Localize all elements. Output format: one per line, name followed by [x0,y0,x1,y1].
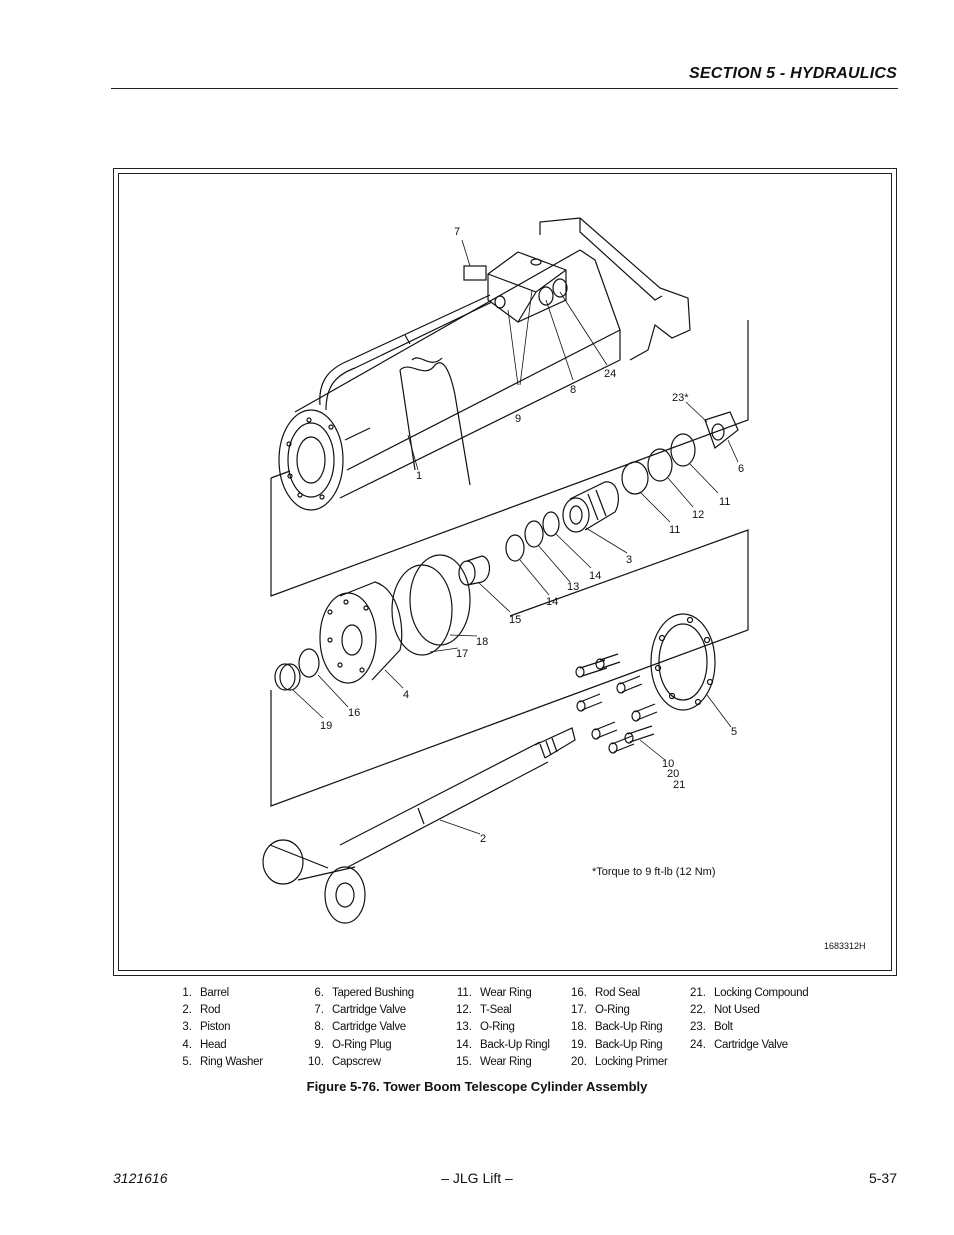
o-ring-17 [391,564,453,656]
legend-item: 11.Wear Ring [456,987,532,999]
legend-item: 18.Back-Up Ring [571,1021,663,1034]
legend-item: 14.Back-Up Ringl [456,1038,550,1051]
legend-item: 5.Ring Washer [182,1055,263,1068]
header-rule [111,88,898,89]
callout-12: 12 [692,509,704,521]
legend-column-3: 11.Wear Ring 12.T-Seal 13.O-Ring 14.Back… [450,985,550,1071]
legend-item: 17.O-Ring [571,1004,630,1017]
callout-1: 1 [416,470,422,482]
callout-5: 5 [731,726,737,738]
callout-8: 8 [570,384,576,396]
callout-24: 24 [604,368,616,380]
callout-15: 15 [509,614,521,626]
callout-18: 18 [476,636,488,648]
hydraulic-tube [319,294,493,411]
legend-item: 8.Cartridge Valve [314,1021,406,1034]
figure-id: 1683312H [824,941,866,951]
callout-13: 13 [567,581,579,593]
section-title: SECTION 5 - HYDRAULICS [689,65,897,82]
callout-4: 4 [403,689,409,701]
legend-item: 20.Locking Primer [571,1055,668,1068]
figure-caption: Figure 5-76. Tower Boom Telescope Cylind… [306,1079,648,1094]
callout-11a: 11 [669,524,680,536]
callout-9: 9 [515,413,521,425]
back-up-ring-14a [505,534,525,562]
torque-note: *Torque to 9 ft-lb (12 Nm) [592,866,716,878]
legend-item: 12.T-Seal [456,1004,512,1017]
wear-ring-11b [670,433,696,467]
callout-14a: 14 [546,596,558,608]
back-up-ring-14b [542,511,560,537]
capscrews-10 [575,653,658,754]
callout-19: 19 [320,720,332,732]
callout-7: 7 [454,226,460,238]
footer-doc-number: 3121616 [113,1170,168,1186]
back-up-ring-19 [274,663,301,691]
tapered-bushing-6 [704,411,739,449]
callout-21: 21 [673,779,685,791]
callout-23: 23* [672,392,689,404]
callout-10: 10 [662,758,674,770]
legend-item: 9.O-Ring Plug [314,1038,392,1051]
t-seal-12 [647,448,673,482]
legend-item: 13.O-Ring [456,1021,515,1034]
footer-page-number: 5-37 [868,1170,897,1186]
callout-2: 2 [480,833,486,845]
legend-column-2: 6.Tapered Bushing 7.Cartridge Valve 8.Ca… [302,985,414,1071]
mount-bracket [539,217,691,361]
legend-item: 10.Capscrew [308,1055,381,1068]
piston-3 [562,481,619,533]
legend-item: 3.Piston [182,1021,231,1034]
footer-brand: – JLG Lift – [441,1170,513,1186]
callout-17: 17 [456,648,468,660]
rod-seal-16 [298,648,320,678]
upper-panel-outline [270,320,749,597]
rod-2 [262,727,576,924]
callout-3: 3 [626,554,632,566]
callout-20: 20 [667,768,679,780]
legend-item: 7.Cartridge Valve [314,1004,406,1017]
leader-lines [292,239,739,835]
legend-item: 22.Not Used [690,1004,760,1017]
o-ring-13 [524,520,544,548]
head-4 [319,581,403,684]
ring-washer-5 [650,613,716,711]
callout-11b: 11 [719,496,730,508]
callout-16: 16 [348,707,360,719]
wear-ring-11a [621,461,649,495]
legend-column-4: 16.Rod Seal 17.O-Ring 18.Back-Up Ring 19… [565,985,668,1071]
legend-column-5: 21.Locking Compound 22.Not Used 23.Bolt … [684,985,809,1054]
legend-item: 4.Head [182,1038,227,1051]
legend-item: 21.Locking Compound [690,987,809,999]
valve-block [463,251,568,323]
figure-frame [113,168,897,976]
wear-ring-15 [458,555,491,586]
legend-item: 24.Cartridge Valve [690,1038,788,1051]
back-up-ring-18 [409,554,471,646]
legend-item: 2.Rod [182,1004,221,1017]
callout-labels: 7 24 8 9 23* 6 1 11 12 11 3 14 13 14 15 … [320,226,744,845]
figure-inner-border [118,173,892,971]
legend-item: 19.Back-Up Ring [571,1038,663,1051]
legend-item: 6.Tapered Bushing [314,987,414,999]
legend-item: 23.Bolt [690,1021,733,1034]
legend-column-1: 1.Barrel 2.Rod 3.Piston 4.Head 5.Ring Wa… [170,985,263,1071]
lower-panel-outline [270,529,749,807]
barrel [278,249,621,511]
callout-6: 6 [738,463,744,475]
legend-item: 16.Rod Seal [571,987,640,999]
legend-item: 1.Barrel [182,987,229,999]
callout-14b: 14 [589,570,601,582]
legend-item: 15.Wear Ring [456,1055,532,1068]
